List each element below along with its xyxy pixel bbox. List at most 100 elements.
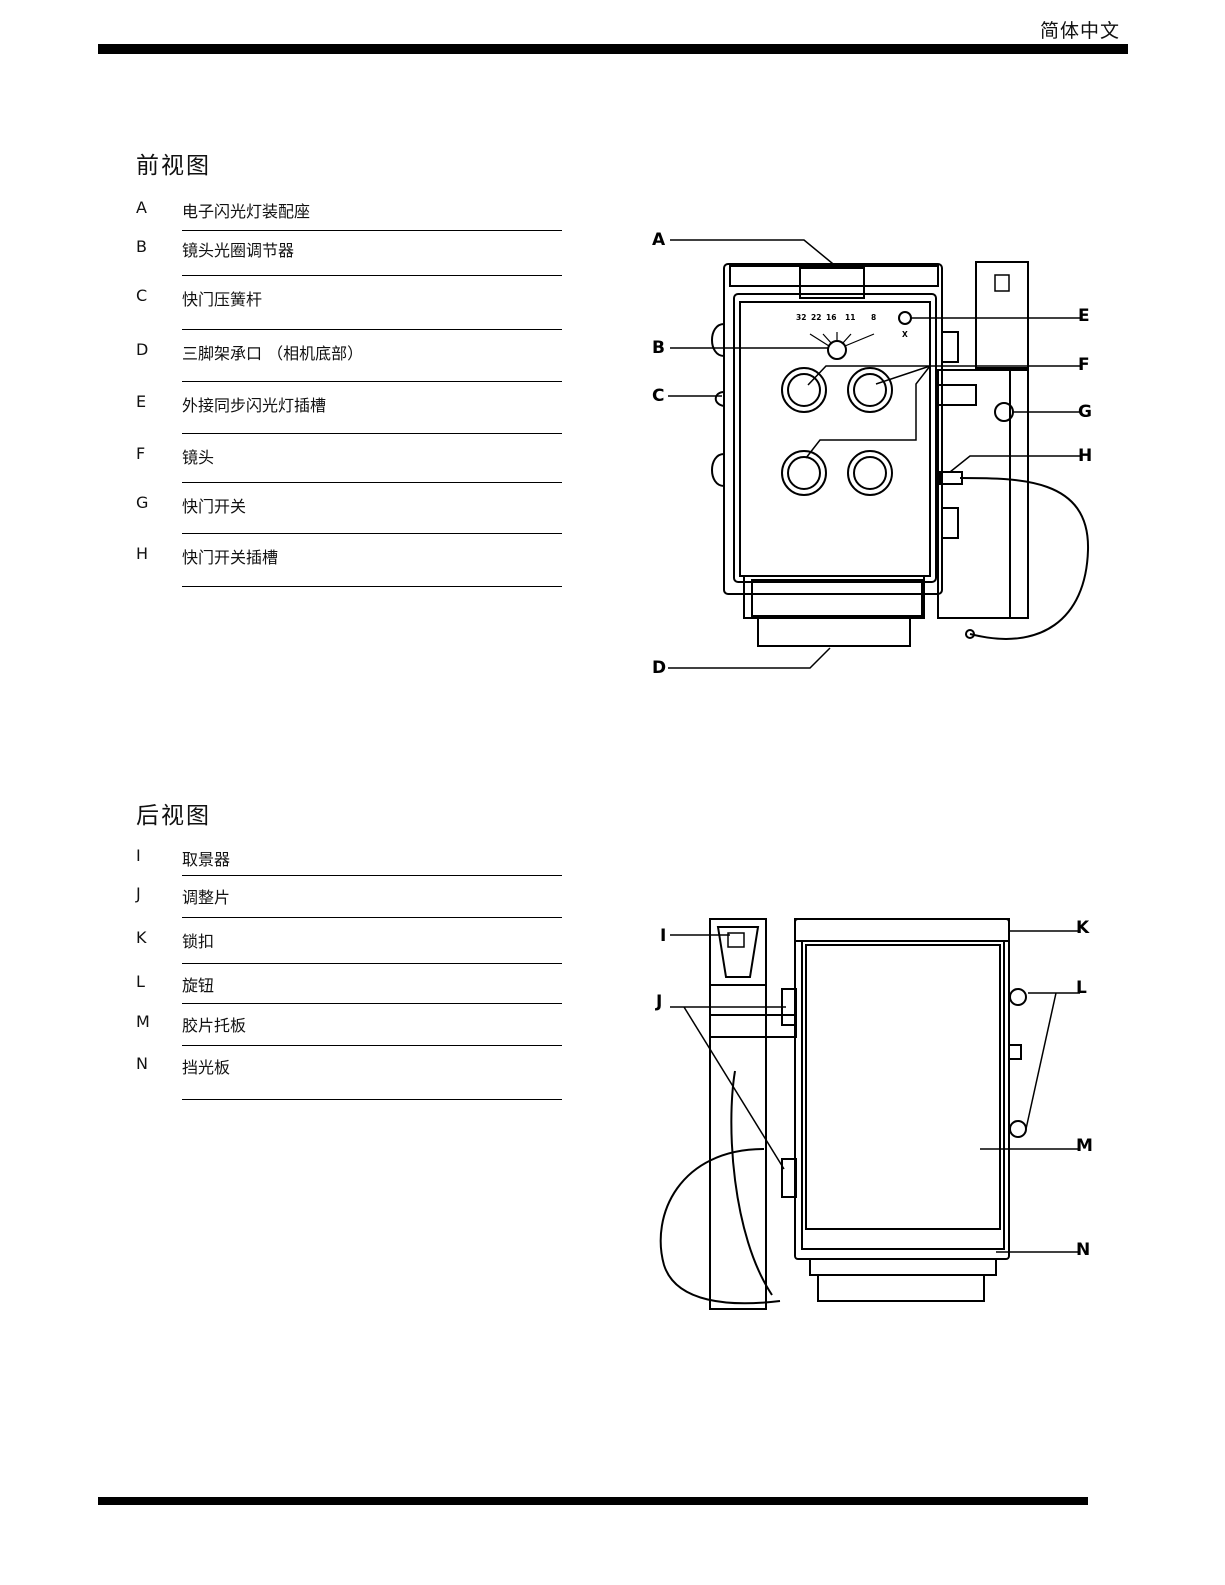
film-pressure-plate <box>806 945 1000 1229</box>
legend-item-a: A 电子闪光灯装配座 <box>136 198 562 231</box>
legend-letter: K <box>136 928 166 947</box>
legend-label: 旋钮 <box>182 972 214 996</box>
legend-item-d: D 三脚架承口 （相机底部） <box>136 340 562 382</box>
legend-label: 锁扣 <box>182 928 214 952</box>
back-view-title: 后视图 <box>136 796 211 830</box>
callout-c: C <box>652 386 664 406</box>
front-panel-inner <box>740 302 930 576</box>
legend-label: 镜头 <box>182 444 214 468</box>
legend-divider <box>182 433 562 435</box>
legend-item-i: I 取景器 <box>136 846 562 876</box>
left-knob-lower <box>712 454 724 486</box>
legend-divider <box>182 586 562 588</box>
front-view-title: 前视图 <box>136 146 211 180</box>
legend-label: 调整片 <box>182 884 230 908</box>
viewfinder-housing <box>976 262 1028 368</box>
legend-letter: F <box>136 444 166 463</box>
legend-divider <box>182 875 562 877</box>
leader-lines <box>668 240 1080 668</box>
cable-connector <box>940 472 962 484</box>
viewfinder-icon <box>728 933 744 947</box>
callout-j: J <box>655 992 662 1012</box>
back-view-diagram: I J K L M N <box>640 905 1120 1325</box>
aperture-value-32: 32 <box>796 313 806 322</box>
shutter-lever-icon <box>716 392 724 406</box>
legend-letter: N <box>136 1054 166 1073</box>
side-tab-lower <box>942 508 958 538</box>
legend-item-b: B 镜头光圈调节器 <box>136 237 562 276</box>
sync-mark: X <box>902 330 908 339</box>
callout-n: N <box>1076 1240 1090 1260</box>
legend-letter: G <box>136 493 166 512</box>
legend-divider <box>182 275 562 277</box>
back-legend: I 取景器 J 调整片 K 锁扣 L 旋钮 M 胶片托板 N 挡光板 <box>136 846 562 1100</box>
lower-panel-inner <box>752 580 922 616</box>
latch-bar <box>795 919 1009 941</box>
legend-divider <box>182 917 562 919</box>
callout-f: F <box>1078 355 1090 375</box>
legend-letter: I <box>136 846 166 865</box>
bracket-inner <box>938 370 1010 618</box>
legend-divider <box>182 482 562 484</box>
legend-item-m: M 胶片托板 <box>136 1012 562 1046</box>
legend-letter: H <box>136 544 166 563</box>
side-tab-upper <box>942 332 958 362</box>
legend-item-j: J 调整片 <box>136 884 562 918</box>
legend-item-h: H 快门开关插槽 <box>136 544 562 587</box>
legend-letter: J <box>136 884 166 903</box>
legend-divider <box>182 381 562 383</box>
film-back-panel <box>802 941 1004 1249</box>
language-label: 简体中文 <box>1040 16 1120 43</box>
legend-letter: B <box>136 237 166 256</box>
legend-letter: M <box>136 1012 166 1031</box>
callout-i: I <box>660 926 666 946</box>
callout-a: A <box>652 230 666 250</box>
legend-label: 快门开关插槽 <box>182 544 278 568</box>
aperture-value-22: 22 <box>811 313 821 322</box>
legend-label: 胶片托板 <box>182 1012 246 1036</box>
legend-divider <box>182 1045 562 1047</box>
legend-divider <box>182 329 562 331</box>
front-view-diagram: 32 22 16 11 8 X A B C D E F G H <box>640 220 1120 690</box>
legend-label: 电子闪光灯装配座 <box>182 198 310 222</box>
dark-slide <box>810 1259 996 1275</box>
bottom-rule <box>98 1497 1088 1505</box>
left-knob-upper <box>712 324 724 356</box>
legend-label: 取景器 <box>182 846 230 870</box>
legend-letter: L <box>136 972 166 991</box>
callout-e: E <box>1078 306 1090 326</box>
legend-item-f: F 镜头 <box>136 444 562 483</box>
leader-lines <box>670 931 1080 1252</box>
legend-divider <box>182 1099 562 1101</box>
callout-m: M <box>1076 1136 1093 1156</box>
legend-item-l: L 旋钮 <box>136 972 562 1004</box>
legend-divider <box>182 963 562 965</box>
legend-label: 镜头光圈调节器 <box>182 237 294 261</box>
legend-item-g: G 快门开关 <box>136 493 562 534</box>
legend-item-c: C 快门压簧杆 <box>136 286 562 330</box>
top-rule <box>98 44 1128 54</box>
legend-label: 三脚架承口 （相机底部） <box>182 340 363 364</box>
side-latch <box>1009 1045 1021 1059</box>
legend-label: 快门压簧杆 <box>182 286 262 310</box>
knob-icon-upper <box>1010 989 1026 1005</box>
callout-b: B <box>652 338 665 358</box>
legend-letter: A <box>136 198 166 217</box>
legend-divider <box>182 230 562 232</box>
aperture-value-11: 11 <box>845 313 855 322</box>
legend-label: 挡光板 <box>182 1054 230 1078</box>
film-back-body <box>795 919 1009 1259</box>
legend-label: 快门开关 <box>182 493 246 517</box>
callout-h: H <box>1078 446 1092 466</box>
viewfinder-window <box>995 275 1009 291</box>
legend-item-n: N 挡光板 <box>136 1054 562 1100</box>
adjust-tab-lower <box>782 1159 796 1197</box>
aperture-value-8: 8 <box>871 313 876 322</box>
front-legend: A 电子闪光灯装配座 B 镜头光圈调节器 C 快门压簧杆 D 三脚架承口 （相机… <box>136 198 562 587</box>
legend-item-k: K 锁扣 <box>136 928 562 964</box>
lens-group <box>782 368 892 495</box>
dark-slide-base <box>818 1275 984 1301</box>
legend-letter: C <box>136 286 166 305</box>
legend-label: 外接同步闪光灯插槽 <box>182 392 326 416</box>
callout-l: L <box>1076 978 1087 998</box>
